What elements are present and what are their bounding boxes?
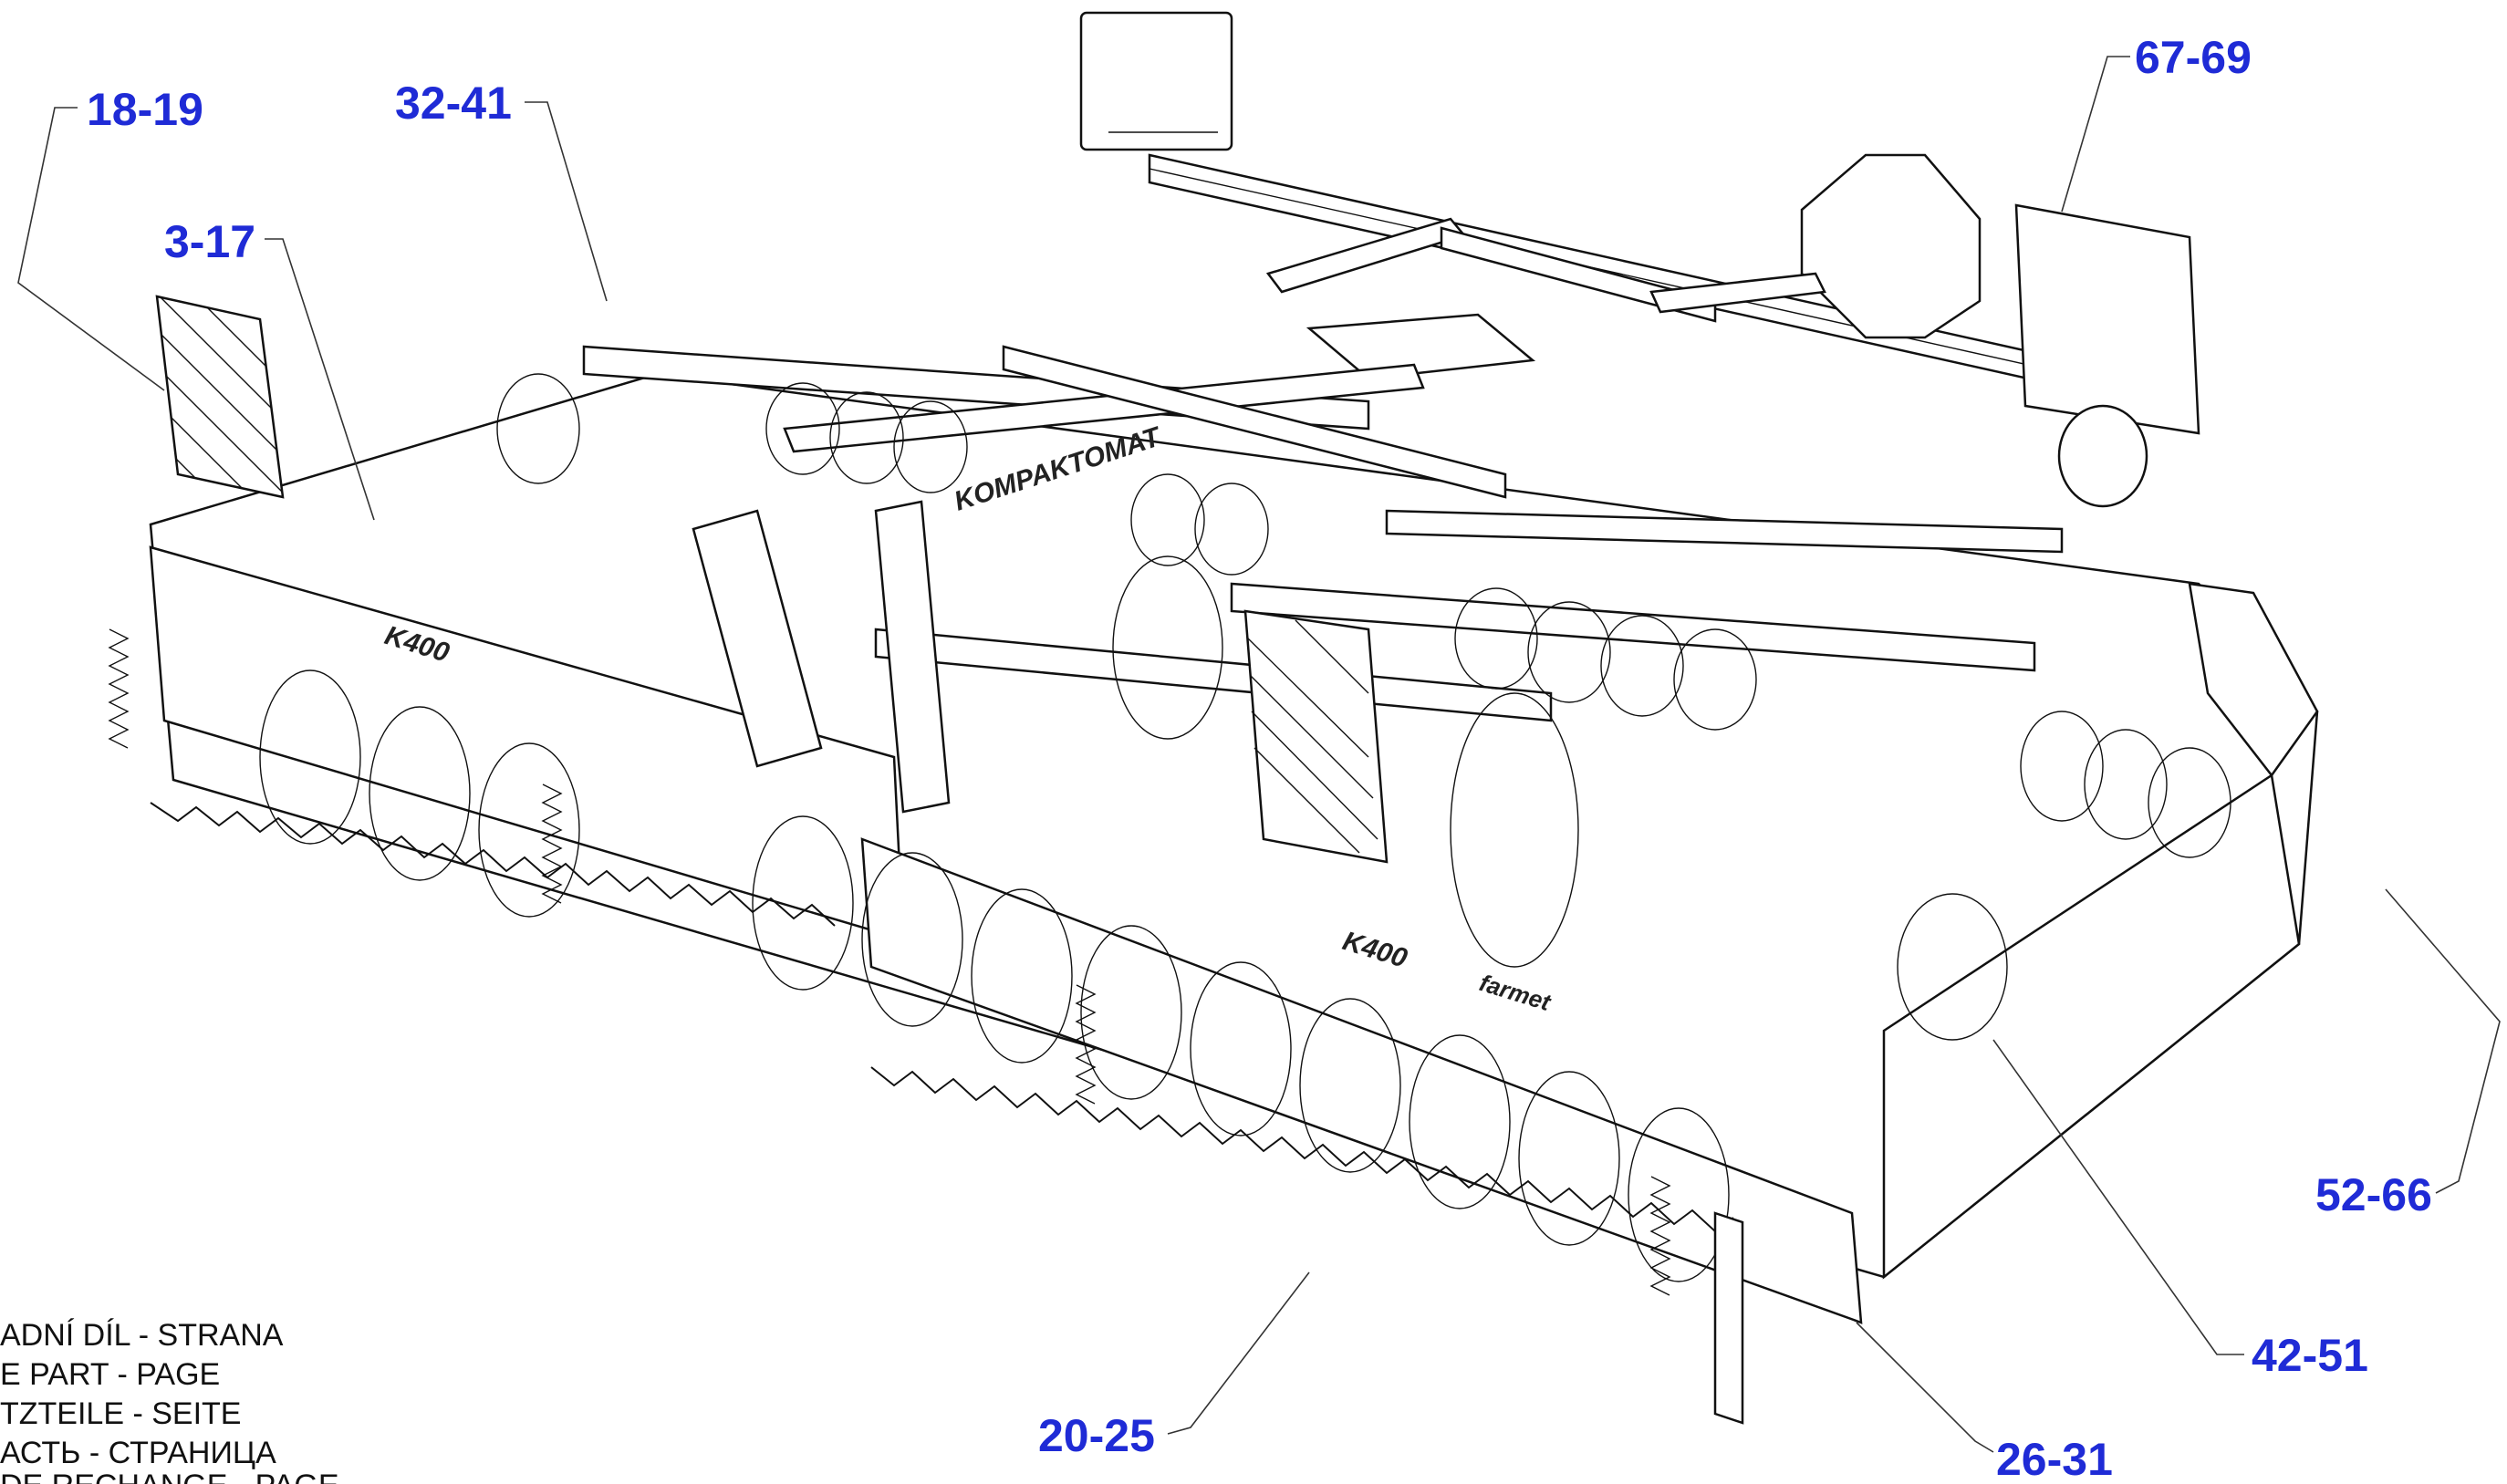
left-warning-sign — [155, 295, 285, 499]
callout-26-31[interactable]: 26-31 — [1996, 1434, 2113, 1484]
rear-sign-panel — [1079, 11, 1233, 151]
callout-42-51[interactable]: 42-51 — [2252, 1330, 2368, 1381]
callout-20-25[interactable]: 20-25 — [1038, 1410, 1155, 1461]
control-box — [1306, 313, 1536, 380]
chassis-outline — [149, 372, 2319, 1279]
legend-line-de: TZTEILE - SEITE — [0, 1396, 241, 1431]
leader-52-66 — [2385, 888, 2501, 1194]
leader-32-41 — [525, 101, 608, 302]
callouts: 18-19 32-41 3-17 67-69 52-66 42-51 20-25… — [87, 32, 2432, 1484]
callout-32-41[interactable]: 32-41 — [395, 78, 512, 129]
front-roller — [259, 669, 1730, 1282]
rear-frame — [1079, 11, 2200, 508]
leader-42-51 — [1992, 1039, 2244, 1355]
leader-18-19 — [17, 107, 165, 391]
leader-lines — [17, 56, 2501, 1453]
callout-18-19[interactable]: 18-19 — [87, 84, 203, 135]
callout-3-17[interactable]: 3-17 — [164, 216, 255, 267]
legend-line-ru: АСТЬ - СТРАНИЦА — [0, 1436, 276, 1470]
legend-line-fr: DE RECHANGE - PAGE — [0, 1468, 339, 1484]
leader-20-25 — [1167, 1271, 1310, 1435]
legend-line-en: E PART - PAGE — [0, 1357, 220, 1392]
leader-67-69 — [2061, 56, 2130, 213]
round-target-disc — [2057, 404, 2148, 508]
callout-52-66[interactable]: 52-66 — [2315, 1169, 2432, 1220]
leader-26-31 — [1856, 1322, 1994, 1453]
main-chassis — [149, 345, 2319, 1324]
leveling-blade — [150, 802, 1744, 1425]
right-rear-sign — [2014, 203, 2200, 435]
callout-67-69[interactable]: 67-69 — [2135, 32, 2252, 83]
legend-line-cz: ADNÍ DÍL - STRANA — [0, 1318, 284, 1353]
leader-3-17 — [265, 238, 375, 521]
octagon-sign — [1800, 153, 1982, 339]
page-legend: ADNÍ DÍL - STRANA E PART - PAGE TZTEILE … — [0, 1318, 339, 1484]
center-warning-sign — [1243, 609, 1389, 864]
springs — [108, 628, 1671, 1296]
crumbler-rollers — [496, 373, 2231, 1041]
